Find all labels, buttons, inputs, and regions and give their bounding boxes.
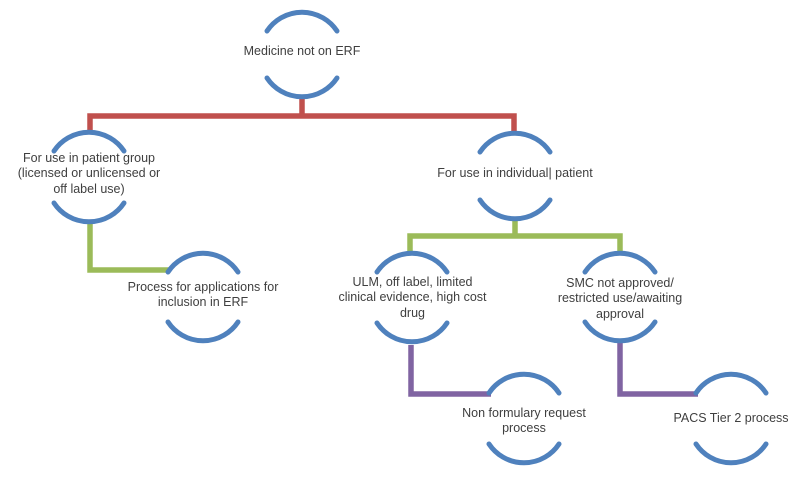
arc-top-non-formulary [486, 371, 562, 396]
arc-top-medicine [264, 9, 340, 34]
node-smc-not-approved[interactable]: SMC not approved/ restricted use/awaitin… [557, 276, 683, 321]
arc-top-individual-patient [477, 130, 553, 155]
arc-top-erf-inclusion [165, 250, 241, 275]
arc-bottom-erf-inclusion [165, 319, 241, 344]
node-pacs-tier-2[interactable]: PACS Tier 2 process [673, 411, 789, 425]
arc-top-pacs [693, 371, 769, 396]
arc-bottom-medicine [264, 75, 340, 100]
arc-bottom-patient-group [51, 200, 127, 225]
node-patient-group[interactable]: For use in patient group (licensed or un… [17, 151, 161, 196]
node-erf-inclusion-process[interactable]: Process for applications for inclusion i… [127, 280, 279, 310]
arc-top-ulm [374, 250, 450, 275]
arc-bottom-non-formulary [486, 441, 562, 466]
arc-top-patient-group [51, 129, 127, 154]
connector-green-branch [407, 233, 623, 254]
node-non-formulary-request[interactable]: Non formulary request process [462, 406, 586, 436]
connector-red-branch [87, 113, 517, 134]
node-medicine-not-on-erf[interactable]: Medicine not on ERF [243, 44, 361, 58]
connector-green-elbow-left [87, 222, 170, 273]
arc-bottom-individual-patient [477, 197, 553, 222]
arc-bottom-ulm [374, 320, 450, 345]
connector-purple-elbow-right [617, 343, 698, 397]
connector-purple-elbow-left [408, 345, 491, 397]
node-individual-patient[interactable]: For use in individual| patient [437, 166, 593, 180]
arc-bottom-pacs [693, 441, 769, 466]
arc-top-smc [582, 250, 658, 275]
arc-bottom-smc [582, 319, 658, 344]
node-ulm-off-label[interactable]: ULM, off label, limited clinical evidenc… [338, 275, 487, 320]
